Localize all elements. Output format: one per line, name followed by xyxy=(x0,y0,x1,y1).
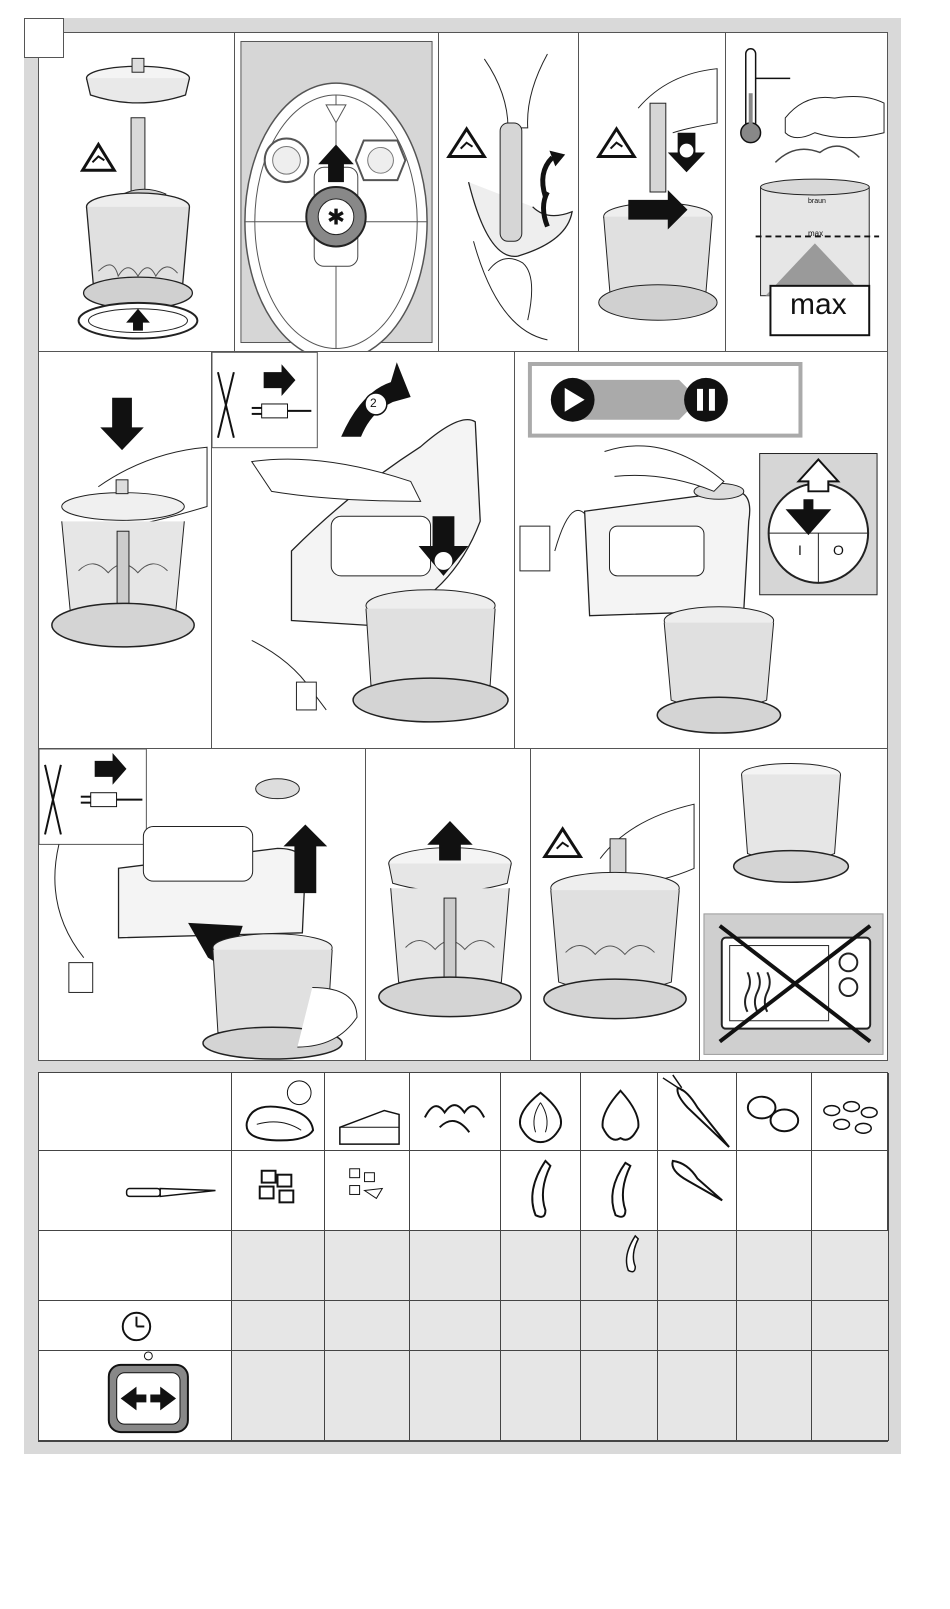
step-no-microwave-panel xyxy=(699,748,888,1061)
pulse-carrot xyxy=(658,1351,737,1441)
processing-table xyxy=(38,1072,888,1442)
knife-icon xyxy=(39,1151,231,1230)
pulse-meat xyxy=(232,1351,325,1441)
step-base-detail-panel: ✱ xyxy=(234,32,439,352)
prep-herbs-empty xyxy=(410,1151,501,1231)
pulse-cheese xyxy=(325,1351,410,1441)
prep-onion-slice xyxy=(501,1151,581,1231)
svg-text:✱: ✱ xyxy=(327,206,345,231)
step-lift-lid-panel xyxy=(365,748,531,1061)
step-remove-blade-cover-panel xyxy=(438,32,579,352)
step-attach-lid-panel xyxy=(38,351,212,749)
step-fill-max-panel: max max braun xyxy=(725,32,888,352)
thermometer-icon xyxy=(741,49,790,143)
no-microwave-icon xyxy=(720,926,870,1042)
quantity-herbs xyxy=(410,1231,501,1301)
food-herbs-icon xyxy=(410,1073,501,1151)
prep-cheese-cubes xyxy=(325,1151,410,1231)
step-operate-panel: I O xyxy=(514,351,888,749)
pulse-garlic xyxy=(581,1351,658,1441)
quantity-meat xyxy=(232,1231,325,1301)
quantity-garlic xyxy=(581,1231,658,1301)
prep-carrot-pieces xyxy=(658,1151,737,1231)
bowl-max-mark: max xyxy=(808,229,823,238)
fill-max-label: max xyxy=(790,288,847,322)
pulse-onion xyxy=(501,1351,581,1441)
clock-icon xyxy=(39,1301,231,1350)
pulse-almonds xyxy=(812,1351,889,1441)
time-cheese xyxy=(325,1301,410,1351)
quantity-carrot xyxy=(658,1231,737,1301)
quantity-cheese xyxy=(325,1231,410,1301)
food-almonds-icon xyxy=(812,1073,889,1151)
time-almonds xyxy=(812,1301,889,1351)
step-insert-blade-panel xyxy=(578,32,726,352)
food-cheese-icon xyxy=(325,1073,410,1151)
food-garlic-icon xyxy=(581,1073,658,1151)
food-onion-icon xyxy=(501,1073,581,1151)
step-assemble-blade-panel xyxy=(38,32,235,352)
prep-walnuts-empty xyxy=(737,1151,812,1231)
time-label-cell xyxy=(39,1301,232,1351)
language-tab-box xyxy=(24,18,64,58)
hand-blade-warning-icon xyxy=(449,129,484,157)
switch-on-label: I xyxy=(798,542,802,558)
hand-blade-warning-icon xyxy=(83,144,115,170)
bowl-brand-mark: braun xyxy=(808,198,826,205)
time-herbs xyxy=(410,1301,501,1351)
down-arrow-icon xyxy=(100,398,143,450)
quantity-almonds xyxy=(812,1231,889,1301)
hand-blade-warning-icon xyxy=(599,129,635,157)
step-number-badge: 2 xyxy=(370,396,377,410)
unplug-icon xyxy=(39,749,146,844)
pulse-label-cell xyxy=(39,1351,232,1441)
prep-almonds-empty xyxy=(812,1151,889,1231)
quantity-label-cell xyxy=(39,1231,232,1301)
curved-arrow-icon xyxy=(543,157,553,196)
table-corner-cell xyxy=(39,1073,232,1151)
hand-blade-warning-icon xyxy=(545,829,581,857)
food-meat-icon xyxy=(232,1073,325,1151)
pulse-walnuts xyxy=(737,1351,812,1441)
play-icon xyxy=(551,378,595,422)
step-remove-blade-panel xyxy=(530,748,700,1061)
quantity-onion xyxy=(501,1231,581,1301)
food-carrot-icon xyxy=(658,1073,737,1151)
pause-icon xyxy=(684,378,728,422)
time-carrot xyxy=(658,1301,737,1351)
food-walnuts-icon xyxy=(737,1073,812,1151)
step-attach-motor-panel xyxy=(211,351,515,749)
unplug-icon xyxy=(212,352,317,447)
pulse-switch-icon xyxy=(39,1351,231,1440)
step-remove-motor-panel xyxy=(38,748,366,1061)
pulse-herbs xyxy=(410,1351,501,1441)
time-onion xyxy=(501,1301,581,1351)
switch-off-label: O xyxy=(833,542,844,558)
prep-garlic-clove xyxy=(581,1151,658,1231)
preparation-label-cell xyxy=(39,1151,232,1231)
time-garlic xyxy=(581,1301,658,1351)
quantity-walnuts xyxy=(737,1231,812,1301)
prep-meat-cubes xyxy=(232,1151,325,1231)
time-meat xyxy=(232,1301,325,1351)
time-walnuts xyxy=(737,1301,812,1351)
